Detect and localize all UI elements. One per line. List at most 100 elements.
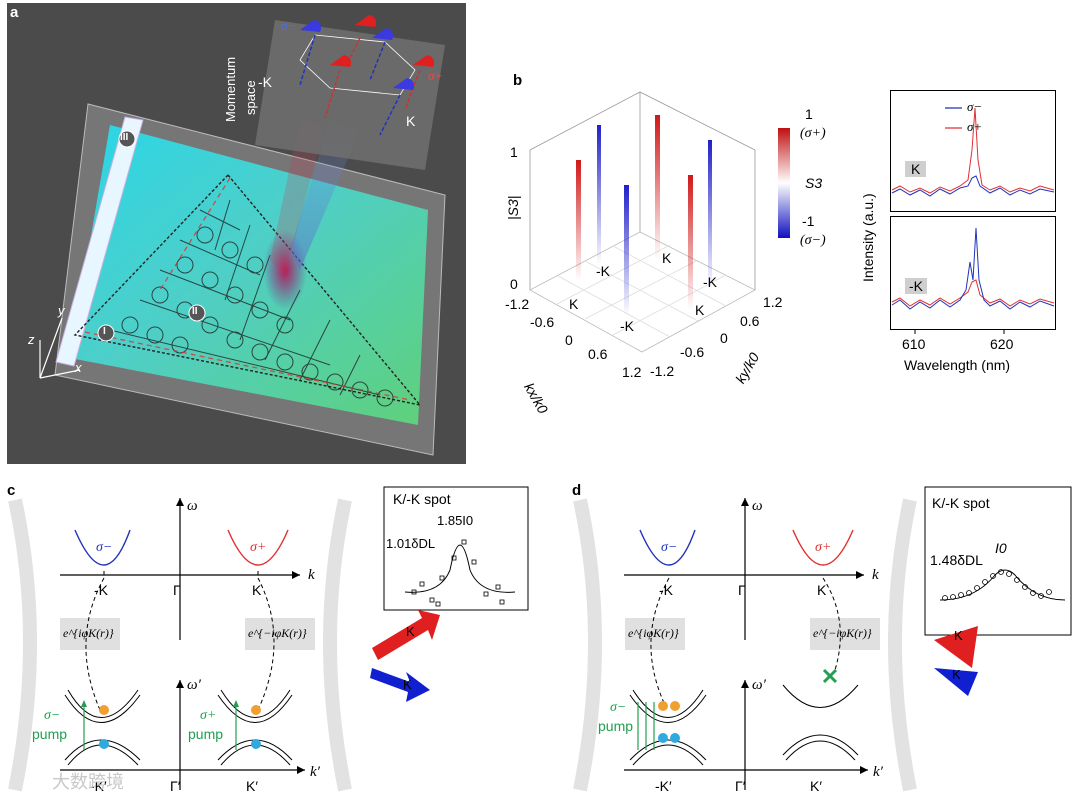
lower-tick-k-d: K′ (810, 778, 822, 794)
y-tick-1: -1.2 (650, 363, 675, 379)
x-tick-1: -1.2 (505, 296, 530, 312)
x-tick-2: -0.6 (530, 314, 555, 330)
spectrum-tag-minus-k: -K (905, 278, 927, 294)
y-tick-3: 0 (720, 330, 728, 346)
cone-sigma-minus-c: σ− (96, 540, 113, 555)
panel-label-b: b (513, 72, 523, 89)
peak-label-4: -K (703, 274, 717, 290)
triangle-red-label-d: K (954, 628, 963, 643)
panel-label-c: c (7, 482, 16, 499)
coordinate-axes (39, 317, 81, 379)
lattice-triangle (73, 173, 422, 407)
x-tick-5: 1.2 (622, 364, 642, 380)
y-tick-5: 1.2 (763, 294, 783, 310)
axis-z-label: z (28, 332, 35, 347)
momentum-plane (255, 20, 445, 170)
marker-iii-label: III (120, 132, 129, 143)
omega-prime-label-c: ω′ (187, 677, 201, 693)
pump-right-sigma-c: σ+ (200, 708, 217, 723)
k-axis-label-d: k (872, 567, 879, 583)
colorbar-top: 1 (805, 106, 813, 122)
phase-right-c: e^{−iφK(r)} (248, 626, 307, 640)
phase-right-d: e^{−iφK(r)} (813, 626, 872, 640)
marker-i-label: I (103, 326, 106, 337)
pump-left-label-c: pump (32, 726, 68, 742)
upper-tick-minus-k-d: -K (659, 582, 673, 598)
lower-tick-gamma-c: Γ′ (170, 778, 181, 794)
3d-box (529, 91, 756, 353)
spot-width-d: 1.48δDL (930, 552, 983, 568)
sigma-minus-label-a: σ− (281, 18, 297, 33)
x-tick-4: 0.6 (588, 346, 608, 362)
panel-label-d: d (572, 482, 582, 499)
arrow-red-k (372, 610, 440, 660)
s3-peaks (576, 115, 712, 315)
peak-label-5: K (695, 302, 705, 318)
cone-sigma-plus-c: σ+ (250, 540, 267, 555)
colorbar (778, 128, 790, 238)
spot-width-c: 1.01δDL (386, 536, 436, 551)
z-tick-1: 1 (510, 144, 518, 160)
spectrum-top-sigma-minus (891, 175, 1055, 197)
arrow-red-label-c: K (406, 624, 415, 639)
legend-sigma-minus: σ− (967, 99, 983, 114)
y-tick-4: 0.6 (740, 313, 760, 329)
k-axis-label-c: k (308, 567, 315, 583)
minus-k-label-a: -K (258, 74, 272, 90)
lower-tick-minus-k-d: -K′ (655, 778, 672, 794)
lower-tick-k-c: K′ (246, 778, 258, 794)
upper-tick-k-c: K (252, 582, 262, 598)
peak-label-2: K (662, 250, 672, 266)
lower-tick-gamma-d: Γ′ (735, 778, 746, 794)
sample-surface (70, 125, 428, 425)
spectrum-xtick-610: 610 (902, 336, 926, 352)
omega-label-d: ω (752, 498, 763, 514)
colorbar-bottom-sub: (σ−) (800, 233, 826, 248)
colorbar-bottom: -1 (802, 213, 815, 229)
spectrum-top-frame (890, 90, 1056, 212)
watermark: 大数跨境 (52, 772, 124, 792)
spectrum-tag-k: K (905, 161, 927, 177)
upper-tick-gamma-d: Γ (738, 582, 746, 598)
colorbar-top-sub: (σ+) (800, 126, 826, 141)
spectrum-bottom-sigma-minus (891, 227, 1055, 310)
spectrum-xlabel: Wavelength (nm) (904, 357, 1011, 373)
x-tick-3: 0 (565, 332, 573, 348)
axis-x-label: x (75, 360, 82, 375)
pump-sigma-d: σ− (610, 700, 627, 715)
upper-tick-gamma-c: Γ (173, 582, 181, 598)
phase-left-d: e^{iφK(r)} (628, 626, 679, 640)
triangle-blue-k-d (934, 668, 978, 696)
emission-beam-red (270, 120, 325, 275)
marker-ii-label: II (192, 306, 198, 317)
z-tick-0: 0 (510, 276, 518, 292)
peak-label-3: K (569, 296, 579, 312)
pump-left-sigma-c: σ− (44, 708, 61, 723)
waveguide (55, 116, 144, 367)
spectrum-top-sigma-plus (891, 107, 1055, 194)
triangle-blue-label-d: K (952, 667, 961, 682)
marker-iii (118, 130, 136, 148)
spot-title-d: K/-K spot (932, 495, 990, 511)
cone-sigma-minus-d: σ− (661, 540, 678, 555)
peak-label-6: -K (620, 318, 634, 334)
lattice-lines (109, 199, 394, 407)
panel-label-a: a (10, 4, 19, 21)
lower-tick-minus-k-c: -K′ (90, 778, 107, 794)
arrow-blue-label-c: K (403, 677, 412, 692)
k-point-markers (299, 15, 435, 136)
triangle-red-k-d (934, 626, 978, 668)
k-prime-label-c: k′ (310, 764, 320, 780)
spot-peak-d: I0 (995, 540, 1007, 556)
cone-sigma-plus-d: σ+ (815, 540, 832, 555)
upper-tick-k-d: K (817, 582, 827, 598)
sigma-plus-label-a: σ+ (428, 68, 444, 83)
spectrum-bottom-sigma-plus (891, 279, 1055, 307)
spot-peak-c: 1.85I0 (437, 513, 474, 528)
legend-sigma-plus: σ+ (967, 119, 983, 134)
spectrum-xtick-620: 620 (990, 336, 1014, 352)
